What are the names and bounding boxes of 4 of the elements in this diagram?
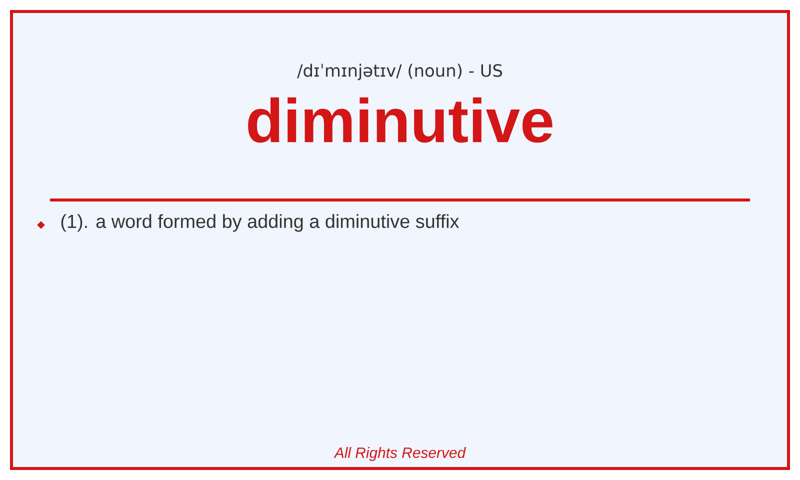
definition-text: (1). a word formed by adding a diminutive suffix: [61, 214, 460, 232]
word-heading: diminutive: [248, 97, 552, 143]
footer-text: All Rights Reserved: [334, 447, 466, 461]
pronunciation-text: /dɪˈmɪnjətɪv/ (noun) - US: [297, 64, 502, 80]
